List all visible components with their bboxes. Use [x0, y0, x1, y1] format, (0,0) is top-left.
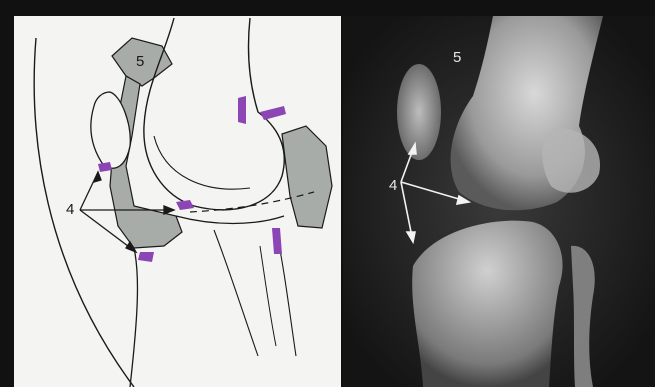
xray-patella: [397, 64, 441, 160]
tibia-plateau: [176, 216, 284, 224]
knee-drawing: 5 4: [14, 16, 341, 387]
fat-pad-purple-4: [238, 96, 246, 124]
drawing-label-patella: 5: [136, 53, 144, 70]
fat-pad-purple-3: [138, 252, 154, 262]
drawing-label-fat-pad: 4: [66, 201, 74, 218]
knee-xray-panel: 5 4: [343, 16, 655, 387]
knee-xray: 5 4: [343, 16, 655, 387]
fibula-inner-line: [260, 246, 276, 346]
fat-pad-purple-2: [176, 200, 194, 210]
fat-pad-purple-6: [272, 228, 282, 254]
posterior-shaded-region: [282, 126, 332, 228]
tibia-outline: [130, 248, 137, 387]
fat-pad-purple-1: [98, 162, 112, 172]
xray-label-fat-pad: 4: [389, 177, 397, 194]
xray-label-patella: 5: [453, 49, 461, 66]
knee-drawing-panel: 5 4: [14, 16, 341, 387]
fat-pad-purple-5: [260, 106, 286, 120]
femoral-condyle-line: [154, 136, 250, 189]
tibia-shaft-line: [214, 230, 258, 356]
xray-tibia: [412, 221, 562, 387]
